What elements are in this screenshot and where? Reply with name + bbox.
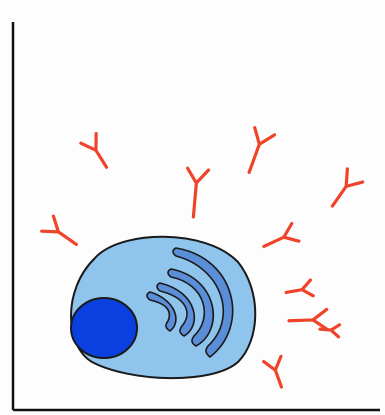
cell xyxy=(71,237,255,378)
nucleus xyxy=(71,298,137,358)
